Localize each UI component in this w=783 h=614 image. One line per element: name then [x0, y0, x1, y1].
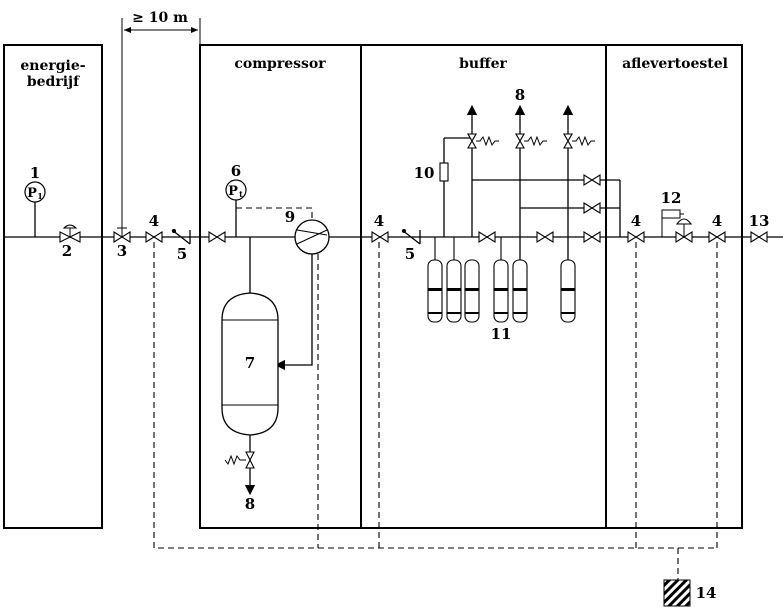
valve-compressor-inlet-icon [208, 231, 226, 243]
distance-dimension: ≥ 10 m [121, 10, 201, 236]
valve-4b-icon [371, 231, 389, 243]
gauge-p1-letter: P [27, 186, 37, 201]
label-3: 3 [117, 242, 127, 260]
valve-buffer-2-icon [536, 231, 554, 243]
section-energiebedrijf-box [3, 44, 103, 529]
valve-3-icon [113, 227, 131, 243]
label-13: 13 [749, 212, 770, 230]
storage-vessel-icon [221, 237, 279, 452]
label-12: 12 [661, 189, 682, 207]
section-compressor-box [199, 44, 362, 529]
compressor-icon [294, 219, 330, 255]
pressure-regulator-icon [661, 209, 693, 243]
label-11: 11 [491, 325, 512, 343]
label-1: 1 [30, 164, 40, 182]
signal-line-pt [236, 207, 313, 220]
gauge-pt-sub: t [239, 189, 243, 199]
header-energiebedrijf-1: energie- [20, 58, 85, 74]
pressure-gauge-p1-icon: P 1 [24, 181, 46, 237]
relief-valve-vessel-icon [224, 451, 256, 496]
valve-13-icon [750, 231, 768, 243]
label-4a: 4 [149, 212, 159, 230]
gauge-pt-letter: P [228, 184, 238, 199]
label-5b: 5 [405, 245, 415, 263]
label-6: 6 [231, 162, 241, 180]
relief-valve-riser-1-icon [466, 104, 499, 237]
label-7: 7 [245, 354, 255, 372]
relief-valve-riser-3-icon [562, 104, 595, 260]
header-buffer: buffer [459, 56, 507, 72]
label-10: 10 [414, 164, 435, 182]
control-signal-lines [153, 242, 718, 580]
distance-label: ≥ 10 m [132, 10, 188, 26]
label-4d: 4 [712, 212, 722, 230]
filter-10-icon [439, 138, 449, 237]
label-14: 14 [696, 584, 717, 602]
header-aflevertoestel: aflevertoestel [622, 56, 728, 72]
check-valve-5a-icon [171, 229, 191, 245]
label-9: 9 [285, 208, 295, 226]
header-compressor: compressor [234, 56, 326, 72]
valve-buffer-3-icon [583, 231, 601, 243]
label-8a: 8 [245, 495, 255, 513]
cylinder-bank-icon [427, 237, 576, 323]
label-2: 2 [62, 242, 72, 260]
header-energiebedrijf-2: bedrijf [27, 74, 80, 90]
valve-4d-icon [708, 231, 726, 243]
emergency-stop-icon [663, 579, 691, 607]
label-4c: 4 [631, 212, 641, 230]
valve-buffer-1-icon [478, 231, 496, 243]
label-5a: 5 [177, 245, 187, 263]
branch-lines [472, 174, 621, 237]
relief-valve-riser-2-icon [514, 104, 547, 260]
label-4b: 4 [374, 212, 384, 230]
valve-2-icon [59, 224, 81, 243]
gauge-p1-sub: 1 [37, 191, 43, 201]
check-valve-5b-icon [401, 229, 421, 245]
label-8b: 8 [515, 86, 525, 104]
compressor-return-line [274, 254, 313, 371]
valve-4a-icon [145, 231, 163, 243]
valve-4c-icon [627, 231, 645, 243]
pressure-gauge-pt-icon: P t [225, 179, 247, 237]
section-aflevertoestel-box [605, 44, 743, 529]
